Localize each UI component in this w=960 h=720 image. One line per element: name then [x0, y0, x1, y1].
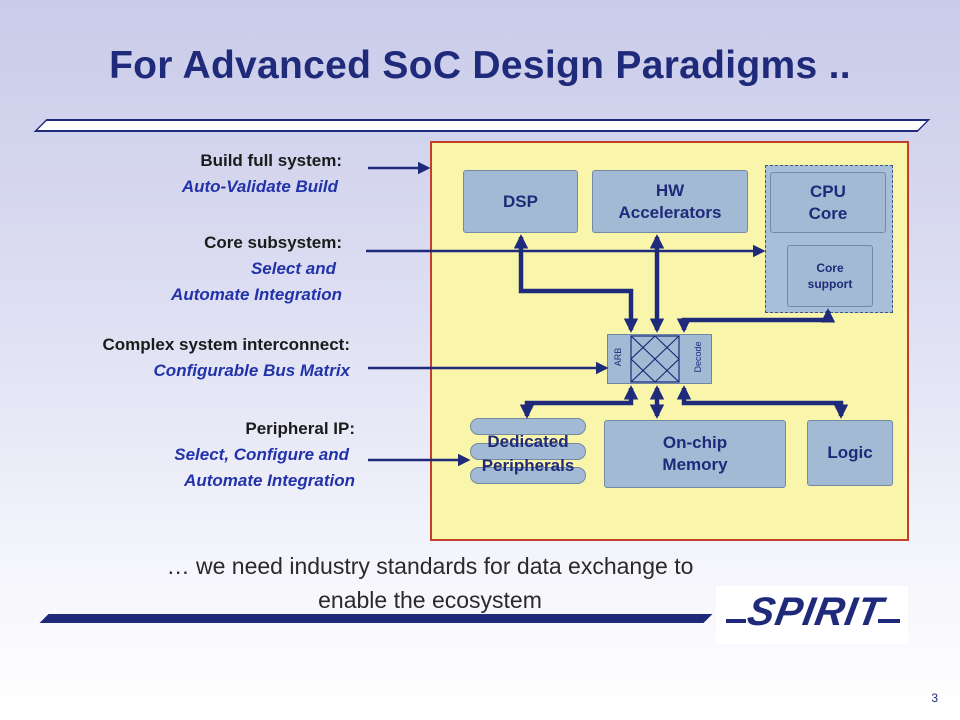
core-support-block: Core support [787, 245, 873, 307]
annotation-sub: Auto-Validate Build [181, 177, 338, 196]
annotation-heading: Core subsystem: [204, 233, 342, 252]
peripheral-rail [470, 443, 586, 460]
dsp-block: DSP [463, 170, 578, 233]
annotation-heading: Peripheral IP: [245, 419, 355, 438]
footer-text: … we need industry standards for data ex… [0, 549, 860, 617]
annotation-build-system: Build full system: Auto-Validate Build [40, 148, 342, 200]
logo-text: SPIRIT [744, 590, 887, 634]
annotation-heading: Build full system: [200, 151, 342, 170]
peripheral-rail [470, 467, 586, 484]
annotation-sub: Select and [250, 259, 336, 278]
hw-accelerators-block: HW Accelerators [592, 170, 748, 233]
logic-block: Logic [807, 420, 893, 486]
bus-matrix [607, 334, 712, 384]
annotation-heading: Complex system interconnect: [102, 335, 350, 354]
annotation-peripheral-ip: Peripheral IP: Select, Configure and Aut… [40, 416, 355, 494]
annotation-sub: Configurable Bus Matrix [153, 361, 350, 380]
footer-line: … we need industry standards for data ex… [166, 553, 694, 579]
annotation-sub: Select, Configure and [174, 445, 349, 464]
on-chip-memory-block: On-chip Memory [604, 420, 786, 488]
dedicated-peripherals-label: Dedicated Peripherals [481, 432, 575, 475]
annotation-interconnect: Complex system interconnect: Configurabl… [20, 332, 350, 384]
footer-line: enable the ecosystem [318, 587, 542, 613]
annotation-sub: Automate Integration [184, 471, 355, 490]
annotation-sub: Automate Integration [171, 285, 342, 304]
cpu-core-block: CPU Core [770, 172, 886, 233]
spirit-logo-icon [726, 619, 900, 623]
page-number: 3 [931, 691, 938, 705]
footer-divider [39, 614, 713, 623]
spirit-logo: SPIRIT [716, 586, 908, 644]
slide-title: For Advanced SoC Design Paradigms .. [109, 44, 851, 87]
annotation-core-subsystem: Core subsystem: Select and Automate Inte… [40, 230, 342, 308]
